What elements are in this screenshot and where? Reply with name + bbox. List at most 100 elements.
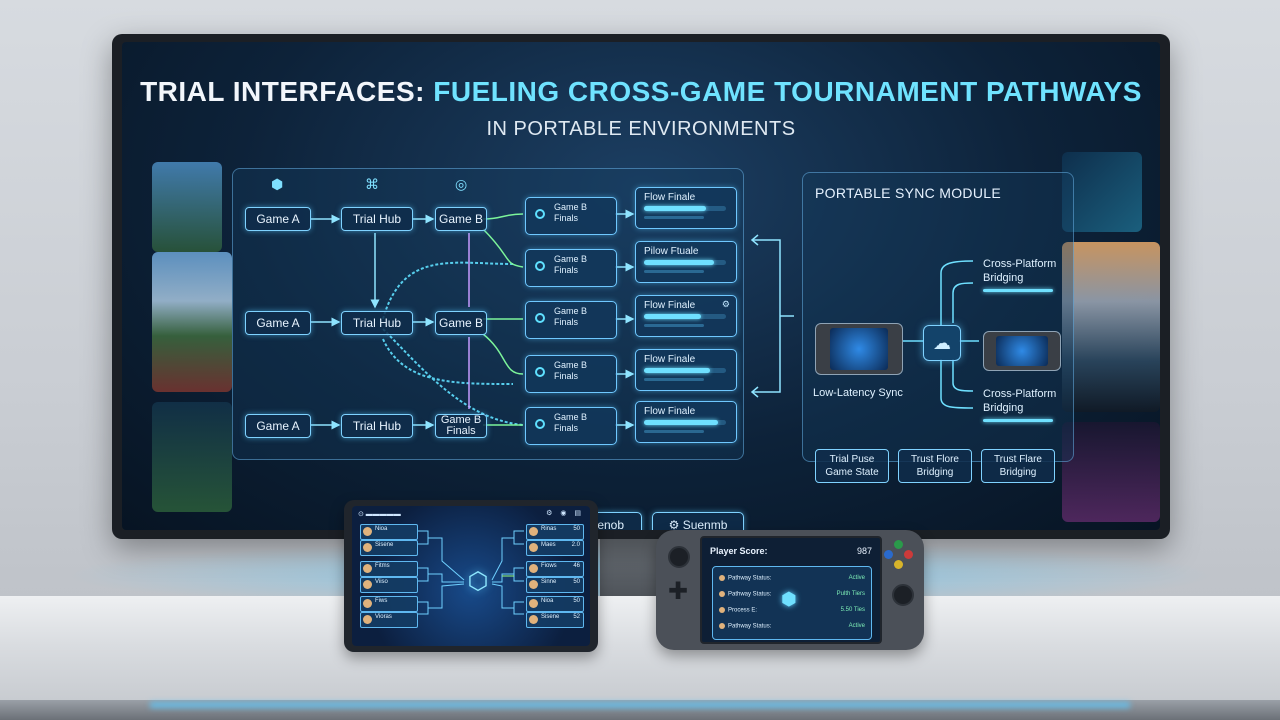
player-name: Nioa xyxy=(375,526,388,532)
score-subbar xyxy=(644,270,704,273)
tablet-header: ⊙ ▬▬▬▬▬ xyxy=(358,511,401,518)
node-trial-hub[interactable]: Trial Hub xyxy=(341,414,413,438)
cloud-sync-icon: ☁ xyxy=(923,325,961,361)
face-button-blue[interactable] xyxy=(884,550,893,559)
score-card[interactable]: Flow Finale xyxy=(635,349,737,391)
player-score: 50 xyxy=(573,598,580,604)
target-icon xyxy=(535,209,545,219)
finals-card[interactable]: Game B Finals xyxy=(525,407,617,445)
score-bar xyxy=(644,314,726,319)
score-subbar xyxy=(644,216,704,219)
curved-monitor: TRIAL INTERFACES: FUELING CROSS-GAME TOU… xyxy=(112,34,1170,539)
avatar xyxy=(363,564,372,573)
node-game-b[interactable]: Game B xyxy=(435,311,487,335)
score-card[interactable]: Pilow Ftuale xyxy=(635,241,737,283)
title-accent: FUELING CROSS-GAME TOURNAMENT PATHWAYS xyxy=(433,76,1142,107)
avatar xyxy=(719,607,725,613)
player-entry[interactable]: Viiso xyxy=(360,577,418,593)
score-label: Flow Finale xyxy=(644,406,696,417)
avatar xyxy=(363,599,372,608)
node-game-a[interactable]: Game A xyxy=(245,311,311,335)
target-icon xyxy=(535,261,545,271)
node-game-a[interactable]: Game A xyxy=(245,414,311,438)
avatar xyxy=(363,543,372,552)
status-label: Pathway Status: xyxy=(728,623,772,630)
player-score: 46 xyxy=(573,563,580,569)
face-button-green[interactable] xyxy=(894,540,903,549)
score-bar-fill xyxy=(644,314,702,319)
face-button-red[interactable] xyxy=(904,550,913,559)
globe-icon: ◎ xyxy=(455,176,468,192)
node-game-b-finals[interactable]: Game B Finals xyxy=(435,414,487,438)
avatar xyxy=(719,575,725,581)
finals-card[interactable]: Game B Finals xyxy=(525,197,617,235)
node-game-a[interactable]: Game A xyxy=(245,207,311,231)
left-analog-stick[interactable] xyxy=(668,546,690,568)
player-name: Maes xyxy=(541,542,556,548)
avatar xyxy=(529,543,538,552)
player-entry[interactable]: Sisene xyxy=(360,540,418,556)
status-row: Process E: xyxy=(719,607,757,614)
page-title: TRIAL INTERFACES: FUELING CROSS-GAME TOU… xyxy=(122,76,1160,108)
player-name: Fiws xyxy=(375,598,388,604)
tournament-flow-panel: ⬢ ⌘ ◎ Game A Trial Hub Game B Game A Tri… xyxy=(232,168,744,460)
avatar xyxy=(529,564,538,573)
score-subbar xyxy=(644,324,704,327)
player-entry[interactable]: Fitms xyxy=(360,561,418,577)
handheld-device-icon xyxy=(983,331,1061,371)
finals-card[interactable]: Game B Finals xyxy=(525,355,617,393)
submit-button[interactable]: ⚙ Suenmb xyxy=(652,512,744,530)
avatar xyxy=(719,591,725,597)
node-trial-hub[interactable]: Trial Hub xyxy=(341,207,413,231)
page-subtitle: IN PORTABLE ENVIRONMENTS xyxy=(486,118,796,140)
score-card[interactable]: Flow Finale ⚙ xyxy=(635,295,737,337)
player-name: Fitms xyxy=(375,563,390,569)
player-entry[interactable]: Fiws xyxy=(360,596,418,612)
face-button-yellow[interactable] xyxy=(894,560,903,569)
monitor-screen: TRIAL INTERFACES: FUELING CROSS-GAME TOU… xyxy=(122,42,1160,530)
trust-flore-button[interactable]: Trust Flore Bridging xyxy=(898,449,972,483)
player-name: Fiows xyxy=(541,563,557,569)
player-entry[interactable]: Vioras xyxy=(360,612,418,628)
finals-label: Game B Finals xyxy=(554,306,588,327)
player-score: 50 xyxy=(573,526,580,532)
tablet-device: ⊙ ▬▬▬▬▬ ⚙ ◉ ▤ Nioa Sisene Fitms Viiso Fi… xyxy=(344,500,598,652)
player-entry[interactable]: Fiows 46 xyxy=(526,561,584,577)
player-entry[interactable]: Nioa xyxy=(360,524,418,540)
trial-pause-button[interactable]: Trial Puse Game State xyxy=(815,449,889,483)
score-card[interactable]: Flow Finale xyxy=(635,187,737,229)
dpad-icon[interactable]: ✚ xyxy=(668,578,689,605)
settings-icon[interactable]: ⚙ xyxy=(721,299,730,309)
avatar xyxy=(529,527,538,536)
avatar xyxy=(363,615,372,624)
status-value: Pulth Tiers xyxy=(836,591,865,597)
status-label: Process E: xyxy=(728,607,758,614)
score-subbar xyxy=(644,378,704,381)
tablet-screen: ⊙ ▬▬▬▬▬ ⚙ ◉ ▤ Nioa Sisene Fitms Viiso Fi… xyxy=(352,506,590,646)
avatar xyxy=(719,623,725,629)
player-score: 50 xyxy=(573,579,580,585)
trust-flare-button[interactable]: Trust Flare Bridging xyxy=(981,449,1055,483)
game-scene-thumbnail xyxy=(152,252,232,392)
finals-card[interactable]: Game B Finals xyxy=(525,249,617,287)
status-value: Active xyxy=(848,575,865,581)
right-analog-stick[interactable] xyxy=(892,584,914,606)
tablet-toolbar-icons[interactable]: ⚙ ◉ ▤ xyxy=(546,510,584,517)
handheld-device-icon xyxy=(815,323,903,375)
score-card[interactable]: Flow Finale xyxy=(635,401,737,443)
score-bar-fill xyxy=(644,260,714,265)
score-label: Flow Finale xyxy=(644,300,696,311)
target-icon xyxy=(535,419,545,429)
cross-platform-bar xyxy=(983,289,1053,292)
node-trial-hub[interactable]: Trial Hub xyxy=(341,311,413,335)
finals-card[interactable]: Game B Finals xyxy=(525,301,617,339)
player-name: Sisene xyxy=(541,614,560,620)
status-label: Pathway Status: xyxy=(728,575,772,582)
pathway-status-panel: ⬢ Pathway Status: Active Pathway Status:… xyxy=(712,566,872,640)
node-game-b[interactable]: Game B xyxy=(435,207,487,231)
